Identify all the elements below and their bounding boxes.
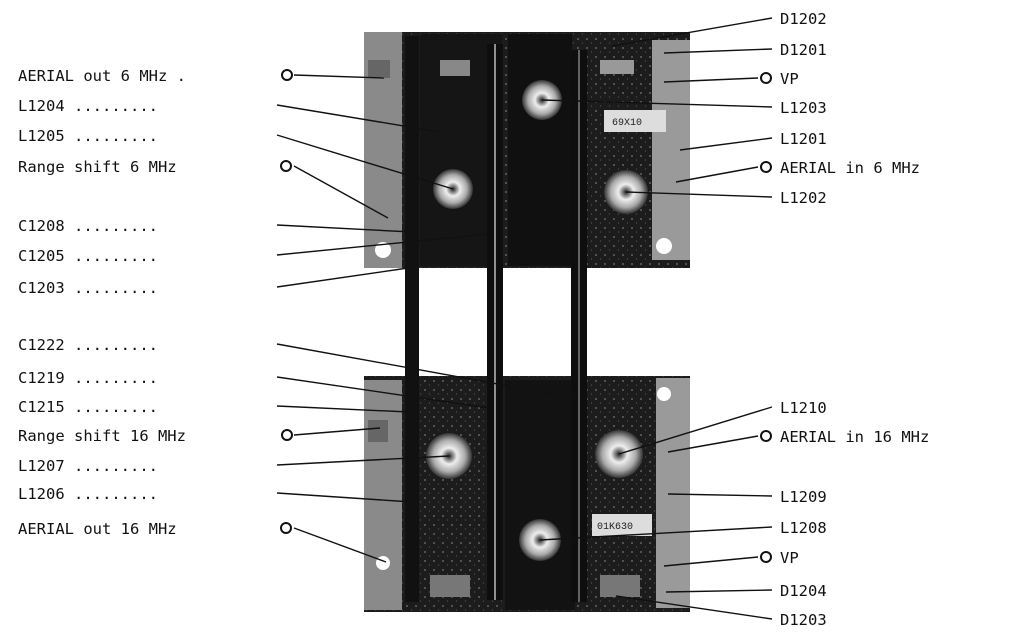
label-vp-top: VP bbox=[780, 70, 799, 88]
terminal-vp-bottom bbox=[760, 551, 772, 563]
component-block bbox=[440, 60, 470, 76]
leader-l1207 bbox=[276, 455, 450, 466]
leader-c1219 bbox=[276, 376, 490, 409]
upper-center-section bbox=[508, 34, 572, 266]
shield-bar-left bbox=[405, 36, 419, 602]
terminal-aerial-in-16 bbox=[760, 430, 772, 442]
terminal-range-shift-6 bbox=[280, 160, 292, 172]
leader-d1202 bbox=[611, 17, 773, 47]
lower-center-section bbox=[505, 380, 575, 610]
label-l1208: L1208 bbox=[780, 519, 827, 537]
label-c1215: C1215 ......... bbox=[18, 398, 158, 416]
label-vp-bottom: VP bbox=[780, 549, 799, 567]
terminal-range-shift-16 bbox=[281, 429, 293, 441]
label-aerial-in-6: AERIAL in 6 MHz bbox=[780, 159, 920, 177]
leader-l1209 bbox=[667, 493, 773, 497]
terminal-aerial-out-16 bbox=[280, 522, 292, 534]
leader-c1215 bbox=[276, 405, 410, 413]
label-c1222: C1222 ......... bbox=[18, 336, 158, 354]
component-block bbox=[368, 420, 388, 442]
label-aerial-out-6: AERIAL out 6 MHz . bbox=[18, 67, 186, 85]
label-l1204: L1204 ......... bbox=[18, 97, 158, 115]
label-d1203: D1203 bbox=[780, 611, 827, 629]
label-l1207: L1207 ......... bbox=[18, 457, 158, 475]
leader-l1208 bbox=[539, 526, 773, 541]
component-block bbox=[600, 60, 634, 74]
leader-aerial-out-16 bbox=[293, 527, 387, 563]
component-block bbox=[430, 575, 470, 597]
label-l1205: L1205 ......... bbox=[18, 127, 158, 145]
label-c1208: C1208 ......... bbox=[18, 217, 158, 235]
leader-l1210 bbox=[618, 406, 773, 455]
lower-right-edge bbox=[656, 378, 690, 608]
leader-d1204 bbox=[665, 589, 773, 593]
leader-l1206 bbox=[276, 492, 413, 503]
terminal-aerial-in-6 bbox=[760, 161, 772, 173]
left-labels: AERIAL out 6 MHz . L1204 ......... L1205… bbox=[18, 67, 186, 538]
leader-l1204 bbox=[276, 104, 441, 133]
mount-hole bbox=[656, 238, 672, 254]
label-l1210: L1210 bbox=[780, 399, 827, 417]
terminal-vp-top bbox=[760, 72, 772, 84]
terminal-aerial-out-6 bbox=[281, 69, 293, 81]
leader-vp-bottom bbox=[663, 556, 759, 567]
component-block bbox=[604, 110, 666, 132]
component-block bbox=[592, 514, 652, 536]
label-d1201: D1201 bbox=[780, 41, 827, 59]
right-labels: D1202 D1201 VP L1203 L1201 AERIAL in 6 M… bbox=[780, 10, 929, 629]
leader-l1205 bbox=[276, 134, 454, 190]
label-c1203: C1203 ......... bbox=[18, 279, 158, 297]
label-l1202: L1202 bbox=[780, 189, 827, 207]
label-l1209: L1209 bbox=[780, 488, 827, 506]
label-aerial-in-16: AERIAL in 16 MHz bbox=[780, 428, 929, 446]
leader-c1203 bbox=[276, 267, 409, 288]
component-mark-top: 69X10 bbox=[612, 118, 642, 129]
mount-hole bbox=[375, 242, 391, 258]
lower-left-edge bbox=[364, 380, 402, 610]
label-l1203: L1203 bbox=[780, 99, 827, 117]
label-d1204: D1204 bbox=[780, 582, 827, 600]
label-aerial-out-16: AERIAL out 16 MHz bbox=[18, 520, 177, 538]
label-range-shift-6: Range shift 6 MHz bbox=[18, 158, 177, 176]
leader-l1201 bbox=[679, 137, 773, 151]
leader-aerial-in-6 bbox=[675, 166, 759, 183]
leader-c1208 bbox=[276, 224, 413, 233]
leader-range-shift-6 bbox=[293, 165, 389, 219]
leader-lines bbox=[276, 17, 773, 620]
leader-c1205 bbox=[276, 233, 489, 256]
leader-aerial-in-16 bbox=[667, 435, 759, 453]
component-block bbox=[368, 60, 390, 78]
leader-d1203 bbox=[615, 595, 773, 620]
leader-aerial-out-6 bbox=[293, 74, 385, 79]
label-l1206: L1206 ......... bbox=[18, 485, 158, 503]
label-d1202: D1202 bbox=[780, 10, 827, 28]
label-l1201: L1201 bbox=[780, 130, 827, 148]
component-block bbox=[600, 575, 640, 597]
mount-hole bbox=[657, 387, 671, 401]
pcb-photo: 69X10 01K630 bbox=[364, 32, 690, 612]
leader-c1222 bbox=[276, 343, 576, 399]
component-mark-bottom: 01K630 bbox=[597, 522, 633, 533]
leader-l1203 bbox=[541, 99, 773, 108]
mount-hole bbox=[376, 556, 390, 570]
terminals bbox=[280, 69, 772, 563]
label-range-shift-16: Range shift 16 MHz bbox=[18, 427, 186, 445]
label-c1205: C1205 ......... bbox=[18, 247, 158, 265]
leader-range-shift-16 bbox=[293, 427, 381, 436]
leader-vp-top bbox=[663, 77, 759, 83]
label-c1219: C1219 ......... bbox=[18, 369, 158, 387]
leader-l1202 bbox=[625, 191, 773, 198]
leader-d1201 bbox=[663, 48, 773, 54]
